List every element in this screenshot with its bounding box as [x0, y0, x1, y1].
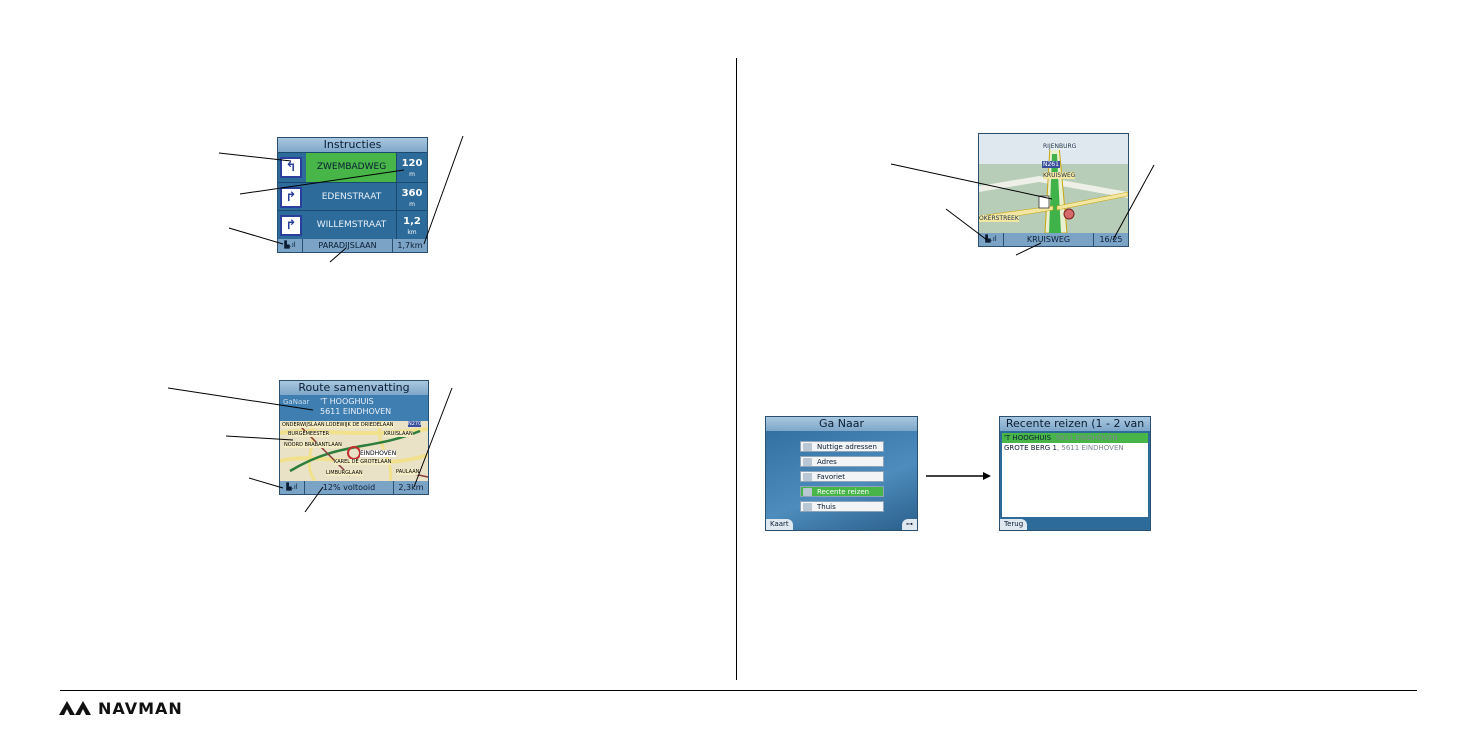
recente-reizen-screen: Recente reizen (1 - 2 van 2) 'T HOOGHUIS…	[999, 416, 1151, 531]
map-label: KRUISWEG	[1043, 172, 1076, 179]
current-street: PARADIJSLAAN	[302, 239, 392, 252]
poi-icon	[803, 443, 812, 451]
turn-right-icon: ↱	[280, 187, 302, 208]
home-icon	[803, 503, 812, 511]
menu-item-adres[interactable]: Adres	[800, 456, 884, 467]
instruction-distance: 360 m	[396, 183, 427, 212]
route-progress: 12% voltooid	[304, 481, 393, 494]
gps-signal-icon: ▙.ıl	[985, 235, 997, 243]
turn-right-icon: ↱	[280, 215, 302, 236]
distance-remaining: 1,7km	[392, 239, 427, 252]
recent-trips-list: 'T HOOGHUIS, 5611 EINDHOVEN GROTE BERG 1…	[1002, 433, 1148, 517]
goto-label: GaNaar	[283, 398, 310, 406]
route-summary-screen: Route samenvatting GaNaar 'T HOOGHUIS 56…	[279, 380, 429, 495]
distance-remaining: 2,3km	[393, 481, 428, 494]
settings-key-icon[interactable]: ⊶	[902, 519, 917, 530]
instruction-row[interactable]: ↱ WILLEMSTRAAT 1,2 km	[278, 210, 427, 240]
recent-trips-icon	[803, 488, 812, 496]
map-3d-screen[interactable]: RIJENBURG N261 KRUISWEG OKERSTREEK ▙.ıl …	[978, 133, 1129, 247]
ga-naar-screen: Ga Naar Nuttige adressen Adres Favoriet …	[765, 416, 918, 531]
favourite-icon	[803, 473, 812, 481]
gps-signal-icon: ▙.ıl	[284, 241, 296, 249]
status-bar: ▙.ıl 12% voltooid 2,3km	[280, 481, 428, 494]
road-shield: N270	[408, 421, 422, 427]
map-label: RIJENBURG	[1043, 143, 1077, 150]
navman-logo-icon	[59, 701, 91, 715]
gps-signal-icon: ▙.ıl	[286, 483, 298, 491]
destination-name: 'T HOOGHUIS	[320, 397, 374, 406]
route-overview-map[interactable]: ONDERWIJSLAAN LODEWIJK DE DRIEDELAAN N27…	[280, 421, 428, 481]
map-label: ONDERWIJSLAAN	[282, 422, 325, 428]
page-column-divider	[736, 58, 737, 680]
map-label: EINDHOVEN	[360, 450, 397, 457]
navman-logo-text: NAVMAN	[98, 698, 183, 718]
list-item[interactable]: 'T HOOGHUIS, 5611 EINDHOVEN	[1002, 433, 1148, 443]
map-label: LIMBURGLAAN	[326, 470, 363, 476]
map-label: BURGEMEESTER	[288, 431, 330, 437]
instruction-street: ZWEMBADWEG	[306, 153, 397, 182]
map-label: LODEWIJK DE DRIEDELAAN	[326, 422, 394, 428]
footer-rule	[60, 690, 1417, 691]
softkey-terug[interactable]: Terug	[1000, 519, 1028, 530]
instruction-street: EDENSTRAAT	[321, 192, 382, 202]
screen-title: Recente reizen (1 - 2 van 2)	[1000, 417, 1150, 444]
screen-title: Ga Naar	[766, 417, 917, 431]
map-label: NOORD BRABANTLAAN	[284, 442, 342, 448]
instruction-street: WILLEMSTRAAT	[316, 220, 387, 230]
softkey-kaart[interactable]: Kaart	[766, 519, 793, 530]
navman-logo: NAVMAN	[58, 697, 183, 719]
destination-info: GaNaar 'T HOOGHUIS 5611 EINDHOVEN	[280, 395, 428, 421]
map-label: KRUISLAAN	[384, 431, 413, 437]
instruction-row[interactable]: ↱ EDENSTRAAT 360 m	[278, 182, 427, 212]
distance-remaining: 16/25	[1093, 233, 1128, 246]
map-3d-view	[979, 134, 1128, 234]
menu-item-thuis[interactable]: Thuis	[800, 501, 884, 512]
turn-left-icon: ↰	[280, 157, 302, 178]
menu-item-recente-reizen[interactable]: Recente reizen	[800, 486, 884, 497]
menu-item-favoriet[interactable]: Favoriet	[800, 471, 884, 482]
road-shield: N261	[1042, 161, 1060, 168]
status-bar: ▙.ıl PARADIJSLAAN 1,7km	[278, 239, 427, 252]
instructies-screen: Instructies ↰ ZWEMBADWEG 120 m ↱ EDENSTR…	[277, 137, 428, 253]
address-icon	[803, 458, 812, 466]
list-item[interactable]: GROTE BERG 1, 5611 EINDHOVEN	[1004, 444, 1124, 452]
instruction-row[interactable]: ↰ ZWEMBADWEG 120 m	[278, 152, 427, 182]
destination-city: 5611 EINDHOVEN	[320, 407, 392, 416]
current-street: KRUISWEG	[1003, 233, 1093, 246]
map-label: PAULAAN	[396, 469, 420, 475]
screen-title: Instructies	[278, 138, 427, 152]
instruction-distance: 120 m	[396, 153, 427, 182]
map-label: OKERSTREEK	[979, 215, 1019, 222]
status-bar: ▙.ıl KRUISWEG 16/25	[979, 233, 1128, 246]
instruction-distance: 1,2 km	[396, 211, 427, 240]
map-label: KAREL DE GROTELAAN	[334, 459, 392, 465]
menu-item-nuttige-adressen[interactable]: Nuttige adressen	[800, 441, 884, 452]
screen-title: Route samenvatting	[280, 381, 428, 395]
